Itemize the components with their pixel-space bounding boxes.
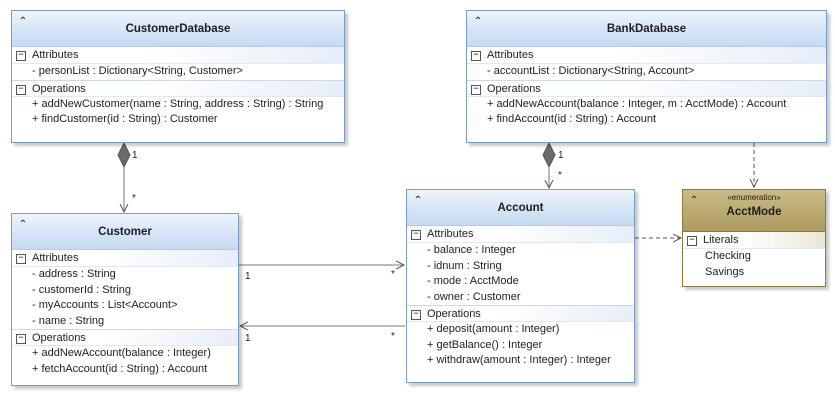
- mult-account-cust-source: 1: [245, 333, 251, 344]
- operations-label: Operations: [427, 308, 481, 320]
- collapse-chevron-icon[interactable]: ⌃: [689, 195, 699, 206]
- collapse-chevron-icon[interactable]: ⌃: [18, 16, 28, 27]
- operation-row[interactable]: + addNewAccount(balance : Integer): [32, 347, 211, 359]
- attributes-label: Attributes: [427, 228, 474, 240]
- mult-bankdb-source: 1: [558, 150, 564, 161]
- class-header: ⌃ Customer: [12, 214, 238, 250]
- enumeration-header: ⌃ «enumeration» AcctMode: [683, 190, 825, 232]
- section-collapse-icon[interactable]: −: [16, 334, 26, 344]
- literal-row[interactable]: Savings: [705, 265, 745, 278]
- section-collapse-icon[interactable]: −: [471, 51, 481, 61]
- operation-row[interactable]: + findAccount(id : String) : Account: [487, 113, 657, 125]
- attribute-row[interactable]: - owner : Customer: [427, 290, 521, 303]
- class-name: Account: [497, 202, 544, 214]
- section-collapse-icon[interactable]: −: [16, 254, 26, 264]
- composition-bankdb-account[interactable]: [542, 141, 556, 188]
- mult-account-cust-target: *: [391, 331, 395, 342]
- literal-row[interactable]: Checking: [705, 250, 751, 262]
- mult-bankdb-target: *: [558, 170, 562, 181]
- class-name: Customer: [98, 226, 152, 238]
- attribute-row[interactable]: - idnum : String: [427, 259, 502, 272]
- attributes-label: Attributes: [487, 49, 534, 61]
- composition-custdb-customer[interactable]: [117, 141, 131, 212]
- operations-section-header[interactable]: − Operations: [12, 329, 238, 346]
- operations-section-header[interactable]: − Operations: [467, 79, 826, 97]
- operation-row[interactable]: + addNewCustomer(name : String, address …: [32, 97, 324, 110]
- operations-label: Operations: [487, 82, 541, 95]
- attributes-section-header[interactable]: − Attributes: [467, 47, 826, 64]
- class-bank-database[interactable]: ⌃ BankDatabase − Attributes - accountLis…: [466, 10, 827, 143]
- class-customer-database[interactable]: ⌃ CustomerDatabase − Attributes - person…: [11, 10, 345, 143]
- attribute-row[interactable]: - address : String: [32, 268, 116, 280]
- attribute-row[interactable]: - myAccounts : List<Account>: [32, 299, 178, 311]
- attributes-section-header[interactable]: − Attributes: [12, 47, 344, 64]
- section-collapse-icon[interactable]: −: [411, 310, 421, 320]
- section-collapse-icon[interactable]: −: [16, 51, 26, 61]
- operation-row[interactable]: + addNewAccount(balance : Integer, m : A…: [487, 97, 787, 110]
- operation-row[interactable]: + findCustomer(id : String) : Customer: [32, 113, 218, 125]
- section-collapse-icon[interactable]: −: [471, 84, 481, 95]
- attribute-row[interactable]: - mode : AcctMode: [427, 275, 519, 287]
- class-account[interactable]: ⌃ Account − Attributes - balance : Integ…: [406, 189, 635, 383]
- mult-custdb-target: *: [132, 193, 136, 204]
- class-name: CustomerDatabase: [125, 23, 231, 35]
- collapse-chevron-icon[interactable]: ⌃: [473, 16, 483, 27]
- operation-row[interactable]: + deposit(amount : Integer): [427, 323, 560, 335]
- attribute-row[interactable]: - name : String: [32, 314, 105, 327]
- mult-cust-account-target: *: [391, 269, 395, 280]
- class-customer[interactable]: ⌃ Customer − Attributes - address : Stri…: [11, 213, 239, 386]
- stereotype-label: «enumeration»: [727, 193, 781, 202]
- attributes-section-header[interactable]: − Attributes: [407, 226, 634, 243]
- operations-section-header[interactable]: − Operations: [12, 79, 344, 97]
- section-collapse-icon[interactable]: −: [16, 84, 26, 95]
- collapse-chevron-icon[interactable]: ⌃: [413, 195, 423, 206]
- class-header: ⌃ CustomerDatabase: [12, 11, 344, 47]
- literals-section-header[interactable]: − Literals: [683, 232, 825, 249]
- mult-custdb-source: 1: [132, 150, 138, 161]
- attribute-row[interactable]: - balance : Integer: [427, 244, 516, 256]
- class-name: BankDatabase: [606, 23, 687, 35]
- attribute-row[interactable]: - accountList : Dictionary<String, Accou…: [487, 65, 695, 77]
- operations-section-header[interactable]: − Operations: [407, 305, 634, 322]
- section-collapse-icon[interactable]: −: [411, 230, 421, 240]
- attribute-row[interactable]: - personList : Dictionary<String, Custom…: [32, 65, 243, 77]
- mult-cust-account-source: 1: [245, 271, 251, 282]
- enumeration-name: AcctMode: [726, 206, 782, 218]
- literals-label: Literals: [703, 234, 739, 246]
- class-header: ⌃ BankDatabase: [467, 11, 826, 47]
- attribute-row[interactable]: - customerId : String: [32, 283, 132, 296]
- operations-label: Operations: [32, 82, 86, 95]
- class-header: ⌃ Account: [407, 190, 634, 226]
- attributes-section-header[interactable]: − Attributes: [12, 250, 238, 267]
- operations-label: Operations: [32, 332, 86, 344]
- section-collapse-icon[interactable]: −: [687, 236, 697, 246]
- attributes-label: Attributes: [32, 49, 79, 61]
- enumeration-acct-mode[interactable]: ⌃ «enumeration» AcctMode − Literals Chec…: [682, 189, 826, 287]
- operation-row[interactable]: + fetchAccount(id : String) : Account: [32, 362, 208, 375]
- operation-row[interactable]: + withdraw(amount : Integer) : Integer: [427, 354, 611, 366]
- operation-row[interactable]: + getBalance() : Integer: [427, 338, 543, 351]
- attributes-label: Attributes: [32, 252, 79, 264]
- collapse-chevron-icon[interactable]: ⌃: [18, 219, 28, 230]
